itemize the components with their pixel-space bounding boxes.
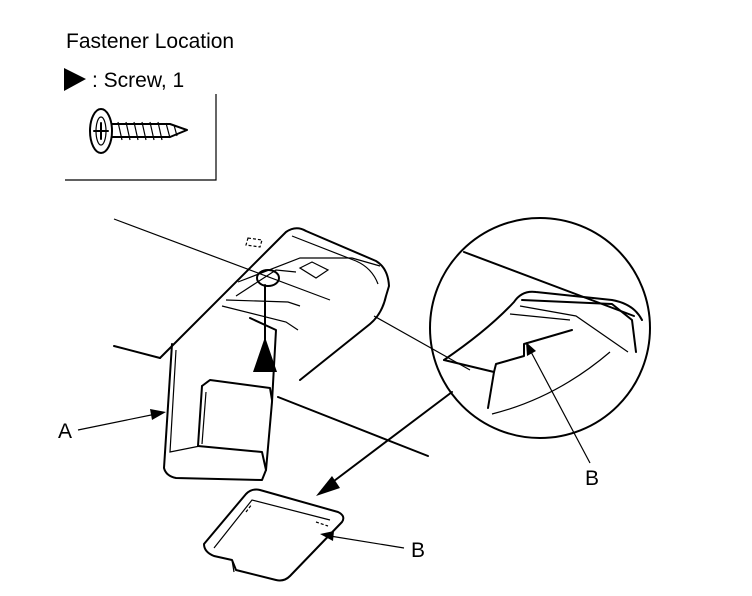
cover-b	[203, 488, 345, 582]
callout-b-cover: B	[411, 539, 425, 562]
callouts: A B B	[58, 342, 599, 562]
fastener-legend: Fastener Location : Screw, 1	[64, 30, 234, 181]
screw-position-arrow	[253, 337, 277, 372]
detail-connector-arrow	[316, 391, 453, 496]
upper-housing	[159, 227, 390, 381]
screw-icon	[89, 108, 188, 154]
trim-panel-assembly	[113, 218, 471, 582]
panel-a	[163, 317, 277, 481]
screw-label: : Screw, 1	[92, 69, 184, 92]
callout-b-detail: B	[585, 467, 599, 490]
detail-view	[429, 217, 651, 439]
triangle-arrow-icon	[64, 68, 86, 91]
callout-a: A	[58, 420, 72, 443]
legend-frame	[65, 94, 217, 181]
legend-title: Fastener Location	[66, 30, 234, 53]
